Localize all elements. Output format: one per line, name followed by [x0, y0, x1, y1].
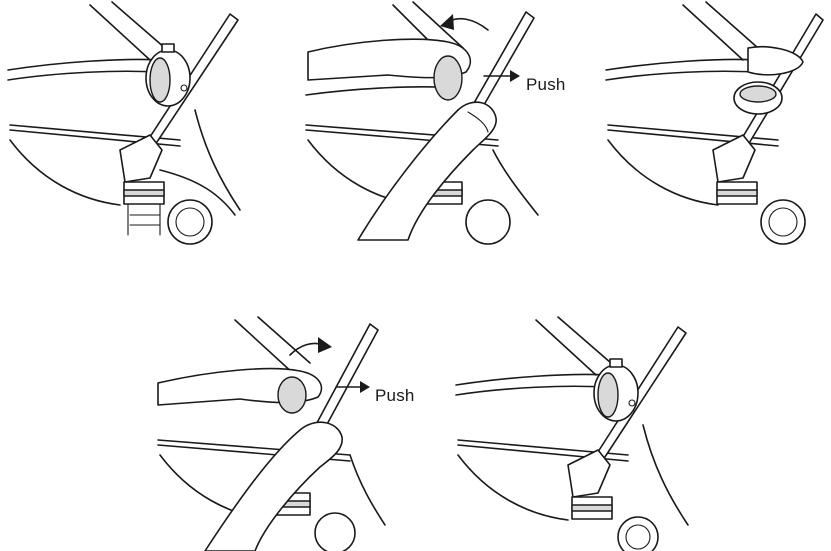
- fold-knob-1: [146, 44, 190, 106]
- stroller-frame-3: [606, 2, 823, 244]
- fold-knob-5: [594, 359, 638, 421]
- hands-2: [308, 39, 496, 240]
- rotate-arrow-2: [440, 14, 488, 30]
- fold-knob-folded-3: [734, 47, 803, 114]
- stroller-frame-1: [8, 2, 240, 244]
- hands-4: [158, 369, 342, 551]
- step-2-illustration: Push: [298, 0, 588, 245]
- rotate-arrow-4: [290, 337, 332, 355]
- stroller-frame-5: [456, 317, 688, 551]
- step-1-illustration: [0, 0, 250, 245]
- step-4-illustration: Push: [150, 315, 440, 551]
- push-label-step-4: Push: [375, 386, 415, 406]
- step-5-illustration: [448, 315, 698, 551]
- push-label-step-2: Push: [526, 75, 566, 95]
- step-3-illustration: [598, 0, 831, 245]
